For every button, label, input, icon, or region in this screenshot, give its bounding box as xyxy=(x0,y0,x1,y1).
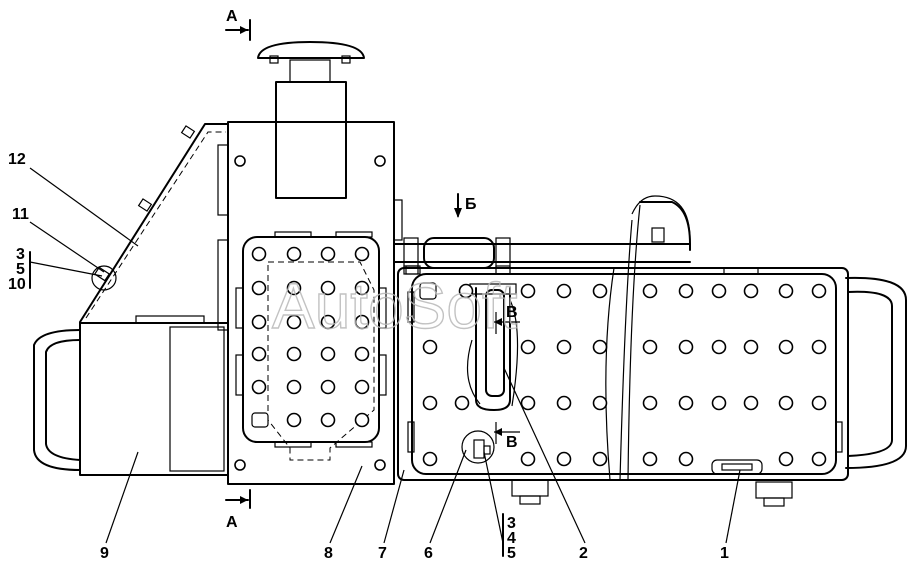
watermark: AutoSoft xyxy=(272,270,518,342)
section-markers xyxy=(29,19,520,557)
tank-holes xyxy=(422,283,827,467)
callout-7: 7 xyxy=(378,545,387,562)
callout-8: 8 xyxy=(324,545,333,562)
sloped-cover xyxy=(79,123,229,323)
top-pipe xyxy=(393,201,691,275)
section-label-v-top: В xyxy=(506,304,518,321)
leader-lines xyxy=(29,167,741,544)
section-label-a-top: А xyxy=(226,8,238,25)
callout-5-left: 5 xyxy=(16,261,25,278)
callout-2: 2 xyxy=(579,545,588,562)
section-label-a-bottom: А xyxy=(226,514,238,531)
right-tank xyxy=(397,195,907,507)
center-panel-holes xyxy=(251,246,370,428)
callout-9: 9 xyxy=(100,545,109,562)
callout-4-bottom: 4 xyxy=(507,530,516,547)
callout-3-left: 3 xyxy=(16,246,25,263)
callout-5-bottom: 5 xyxy=(507,545,516,562)
callout-12: 12 xyxy=(8,151,26,168)
section-label-v-bottom: В xyxy=(506,434,518,451)
section-label-b: Б xyxy=(465,196,477,213)
callout-1: 1 xyxy=(720,545,729,562)
callout-11: 11 xyxy=(12,206,29,223)
center-housing xyxy=(217,41,403,485)
callout-10-left: 10 xyxy=(8,276,26,293)
callout-3-bottom: 3 xyxy=(507,515,516,532)
callout-6: 6 xyxy=(424,545,433,562)
left-box xyxy=(33,315,229,476)
